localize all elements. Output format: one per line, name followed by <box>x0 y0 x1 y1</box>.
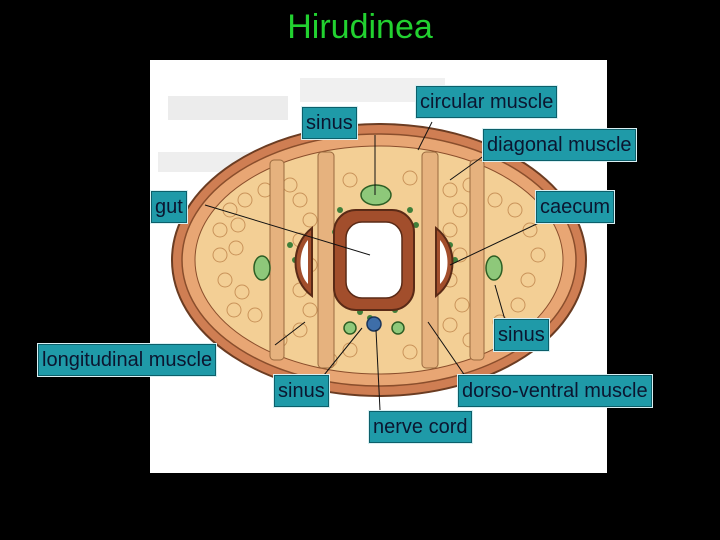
label-sinus-bottom: sinus <box>273 374 330 408</box>
sinus-ventral-right <box>391 321 405 335</box>
nerve-cord <box>366 316 382 332</box>
label-circular-muscle: circular muscle <box>415 85 559 119</box>
label-gut: gut <box>150 190 188 224</box>
sinus-lateral-left <box>253 255 271 281</box>
label-longitudinal-muscle: longitudinal muscle <box>37 343 218 377</box>
label-dorso-ventral-muscle: dorso-ventral muscle <box>457 374 653 408</box>
label-caecum: caecum <box>535 190 616 224</box>
sinus-dorsal <box>360 184 392 206</box>
slide-title: Hirudinea <box>287 8 433 46</box>
label-sinus-top: sinus <box>301 106 358 140</box>
label-diagonal-muscle: diagonal muscle <box>482 128 637 162</box>
label-nerve-cord: nerve cord <box>368 410 473 444</box>
leech-cross-section-diagram <box>158 78 587 397</box>
sinus-ventral-left <box>343 321 357 335</box>
label-sinus-right: sinus <box>493 318 550 352</box>
sinus-lateral-right <box>485 255 503 281</box>
